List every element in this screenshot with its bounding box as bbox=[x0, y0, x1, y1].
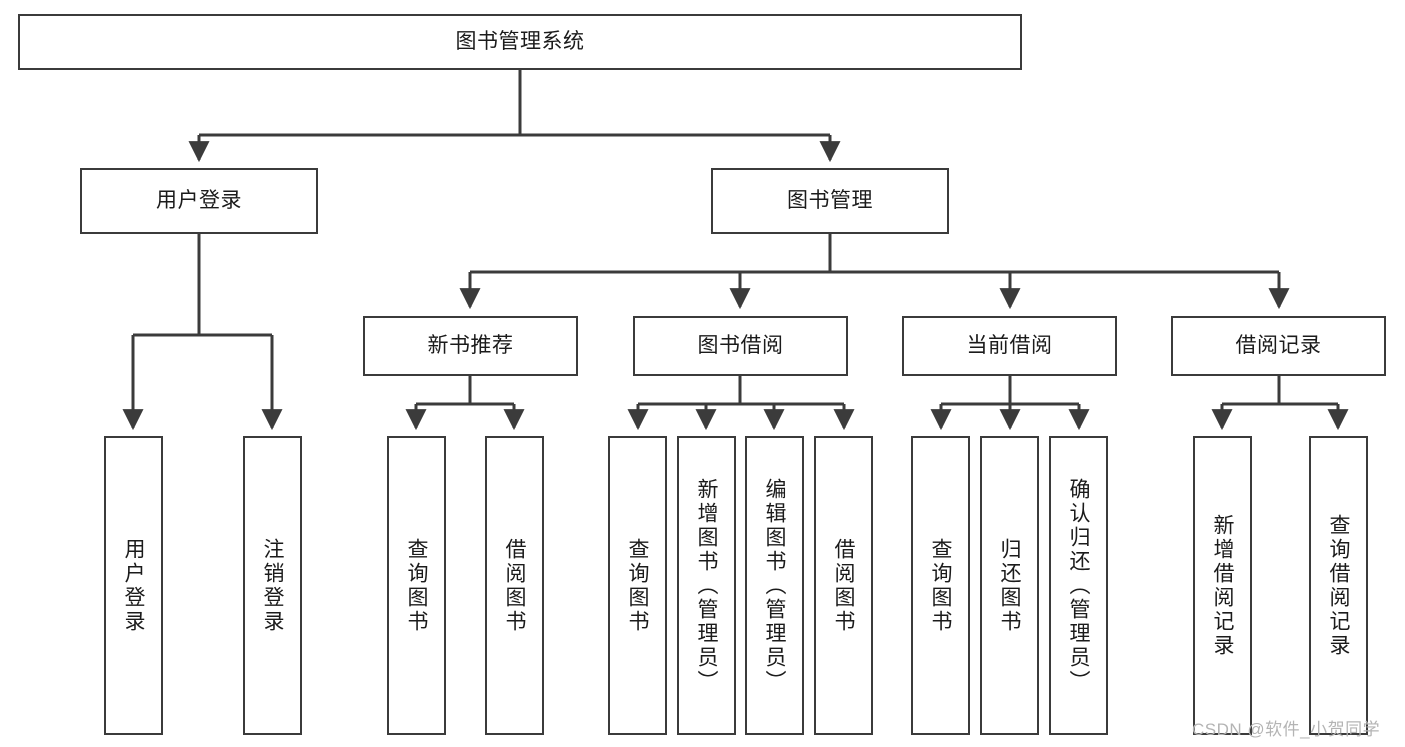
node-user-login-label: 用户登录 bbox=[156, 188, 242, 212]
node-leaf-borrow-book-2[interactable]: 借阅图书 bbox=[814, 436, 873, 735]
node-leaf-edit-book[interactable]: 编辑图书（管理员） bbox=[745, 436, 804, 735]
node-leaf-return-book[interactable]: 归还图书 bbox=[980, 436, 1039, 735]
node-leaf-borrow-book-2-label: 借阅图书 bbox=[832, 537, 855, 634]
node-leaf-add-record-label: 新增借阅记录 bbox=[1211, 513, 1234, 658]
node-leaf-query-record-label: 查询借阅记录 bbox=[1327, 513, 1350, 658]
node-leaf-add-record[interactable]: 新增借阅记录 bbox=[1193, 436, 1252, 735]
node-leaf-logout-login[interactable]: 注销登录 bbox=[243, 436, 302, 735]
node-leaf-query-book-1[interactable]: 查询图书 bbox=[387, 436, 446, 735]
node-leaf-borrow-book-1[interactable]: 借阅图书 bbox=[485, 436, 544, 735]
node-user-login[interactable]: 用户登录 bbox=[80, 168, 318, 234]
node-leaf-user-login-label: 用户登录 bbox=[122, 537, 145, 634]
node-book-manage-label: 图书管理 bbox=[787, 188, 873, 212]
node-leaf-confirm-return[interactable]: 确认归还（管理员） bbox=[1049, 436, 1108, 735]
node-current-borrow-label: 当前借阅 bbox=[966, 333, 1053, 357]
node-leaf-edit-book-label: 编辑图书（管理员） bbox=[763, 477, 786, 694]
node-leaf-logout-login-label: 注销登录 bbox=[261, 537, 284, 634]
node-root[interactable]: 图书管理系统 bbox=[18, 14, 1022, 70]
watermark: CSDN @软件_小贺同学 bbox=[1192, 720, 1381, 739]
node-leaf-query-book-3[interactable]: 查询图书 bbox=[911, 436, 970, 735]
node-borrow-record[interactable]: 借阅记录 bbox=[1171, 316, 1386, 376]
node-leaf-confirm-return-label: 确认归还（管理员） bbox=[1067, 477, 1090, 694]
node-new-book-rec-label: 新书推荐 bbox=[427, 333, 514, 357]
node-borrow-record-label: 借阅记录 bbox=[1235, 333, 1322, 357]
node-leaf-return-book-label: 归还图书 bbox=[998, 537, 1021, 634]
node-leaf-borrow-book-1-label: 借阅图书 bbox=[503, 537, 526, 634]
node-leaf-query-book-2[interactable]: 查询图书 bbox=[608, 436, 667, 735]
node-leaf-add-book[interactable]: 新增图书（管理员） bbox=[677, 436, 736, 735]
node-root-label: 图书管理系统 bbox=[455, 29, 585, 53]
node-book-manage[interactable]: 图书管理 bbox=[711, 168, 949, 234]
node-leaf-add-book-label: 新增图书（管理员） bbox=[695, 477, 718, 694]
node-new-book-rec[interactable]: 新书推荐 bbox=[363, 316, 578, 376]
node-leaf-query-book-2-label: 查询图书 bbox=[626, 537, 649, 634]
node-book-borrow[interactable]: 图书借阅 bbox=[633, 316, 848, 376]
node-book-borrow-label: 图书借阅 bbox=[697, 333, 784, 357]
node-leaf-query-book-1-label: 查询图书 bbox=[405, 537, 428, 634]
node-leaf-user-login[interactable]: 用户登录 bbox=[104, 436, 163, 735]
node-leaf-query-record[interactable]: 查询借阅记录 bbox=[1309, 436, 1368, 735]
node-current-borrow[interactable]: 当前借阅 bbox=[902, 316, 1117, 376]
node-leaf-query-book-3-label: 查询图书 bbox=[929, 537, 952, 634]
